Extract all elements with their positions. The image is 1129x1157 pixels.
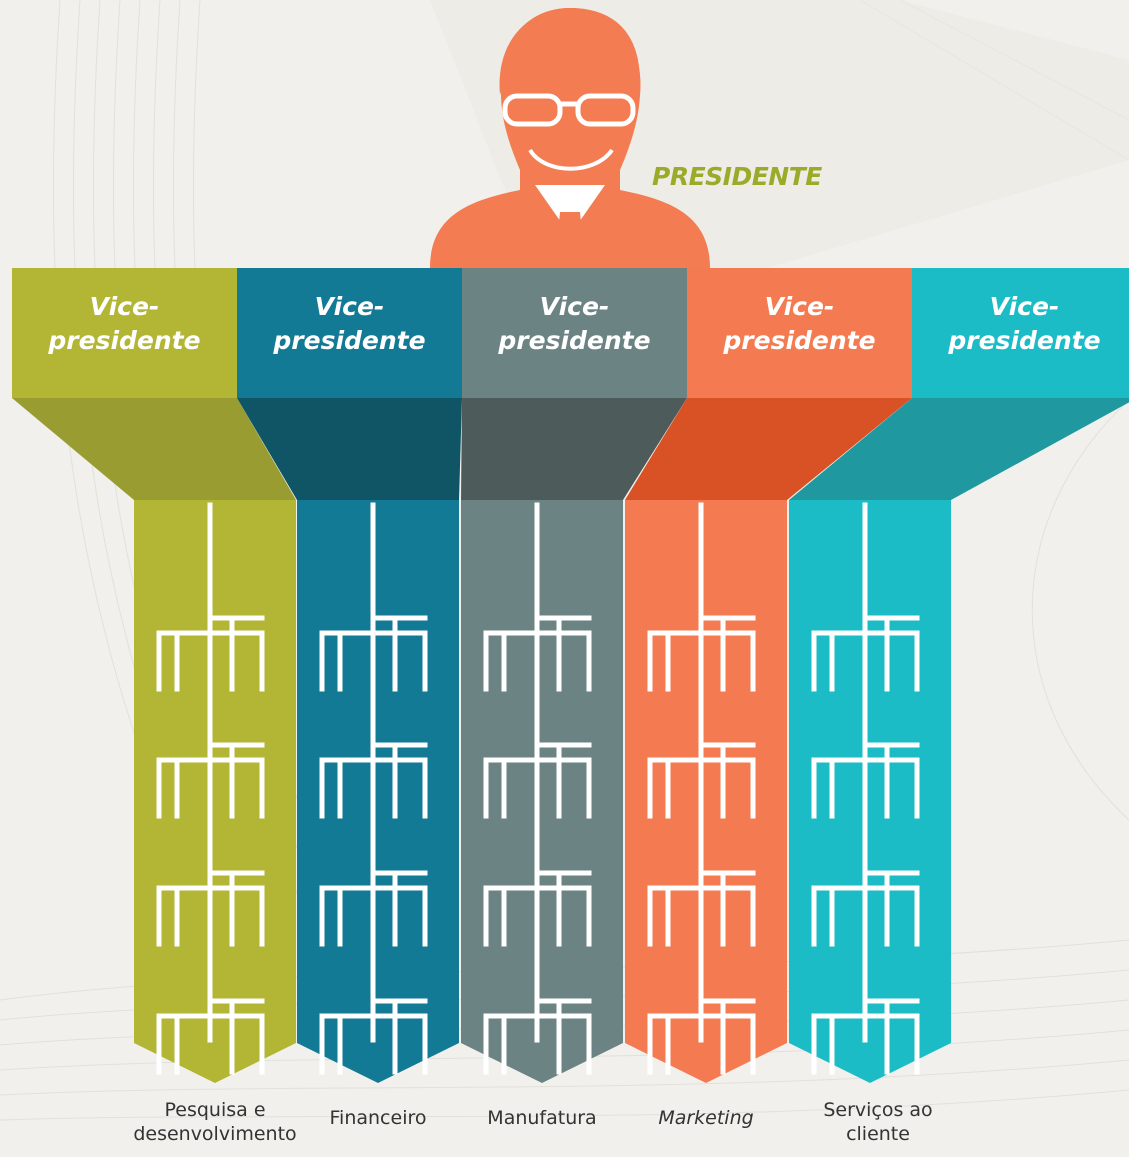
president-title: PRESIDENTE [652, 162, 822, 191]
vp-label-research: Vice-presidente [12, 290, 237, 358]
department-label-manufacturing: Manufatura [487, 1107, 597, 1129]
vp-label-finance: Vice-presidente [237, 290, 462, 358]
vp-header-box [462, 268, 687, 398]
vp-label-customer-service: Vice-presidente [912, 290, 1129, 358]
president-tie [555, 212, 585, 268]
president-jaw [528, 148, 614, 171]
vp-funnel [461, 398, 687, 500]
vp-funnel [237, 398, 462, 500]
vp-label-line2: presidente [48, 326, 201, 355]
department-label-customer-service: Serviços ao cliente [823, 1099, 933, 1145]
vp-label-line1: Vice- [764, 292, 835, 321]
vp-label-line2: presidente [273, 326, 426, 355]
vp-label-line1: Vice- [314, 292, 385, 321]
vp-funnel [789, 398, 1129, 500]
department-label-research: Pesquisa e desenvolvimento [133, 1099, 297, 1145]
vp-label-line1: Vice- [89, 292, 160, 321]
vp-label-line1: Vice- [539, 292, 610, 321]
hierarchy-tree [811, 502, 920, 1075]
vp-label-line2: presidente [498, 326, 651, 355]
glasses-right-lens [575, 93, 636, 127]
president-person-icon [430, 8, 710, 268]
vp-label-manufacturing: Vice-presidente [462, 290, 687, 358]
vp-funnel [625, 398, 912, 500]
department-label-finance: Financeiro [329, 1107, 427, 1129]
president-hair [499, 8, 641, 95]
column-marketing [625, 268, 912, 1083]
column-customer-service [789, 268, 1129, 1083]
hierarchy-tree [156, 502, 265, 1075]
hierarchy-tree [319, 502, 428, 1075]
department-label-marketing: Marketing [658, 1107, 754, 1129]
vp-label-marketing: Vice-presidente [687, 290, 912, 358]
vp-header-box [687, 268, 912, 398]
column-research [12, 268, 296, 1083]
columns-layer [12, 268, 1129, 1083]
vp-header-box [12, 268, 237, 398]
glasses-left-lens [502, 93, 563, 127]
president-collar [535, 185, 605, 235]
vp-header-box [912, 268, 1129, 398]
hierarchy-tree [647, 502, 756, 1075]
vp-label-line2: presidente [723, 326, 876, 355]
vp-funnel [12, 398, 296, 500]
vp-header-box [237, 268, 462, 398]
president-head [500, 8, 641, 185]
vp-label-line2: presidente [948, 326, 1101, 355]
hierarchy-tree [483, 502, 592, 1075]
vp-label-line1: Vice- [989, 292, 1060, 321]
column-finance [237, 268, 462, 1083]
column-manufacturing [461, 268, 687, 1083]
